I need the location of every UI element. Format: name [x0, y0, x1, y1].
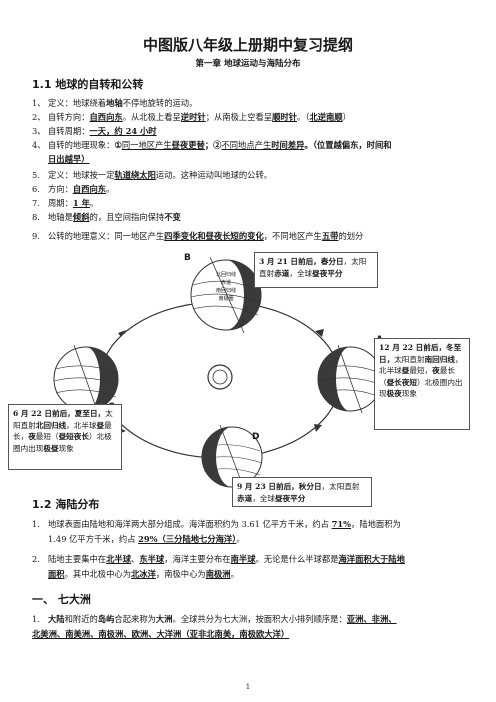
globe-b: [190, 256, 262, 334]
paragraph: 2.陆地主要集中在北半球、东半球，海洋主要分布在南半球。无论是什么半球都是海洋面…: [32, 554, 405, 564]
paragraph-continued: 北美洲、南美洲、南极洲、欧洲、大洋洲（亚非北南美，南极欧大洋）: [32, 629, 290, 639]
list-item: 3、自转周期：一天，约 24 小时: [32, 126, 157, 136]
box-autumn-equinox: 9 月 23 日前后，秋分日，太阳直射赤道，全球昼夜平分: [232, 477, 372, 507]
box-winter-solstice: 12 月 22 日前后，冬至日，太阳直射南回归线，北半球昼最短，夜最长（昼长夜短…: [374, 338, 470, 430]
sun: [207, 364, 233, 390]
box-summer-solstice: 6 月 22 日前后，夏至日，太阳直射北回归线，北半球昼最长，夜最短（昼短夜长）…: [8, 404, 122, 470]
section-heading-continents: 一、 七大洲: [32, 593, 91, 606]
list-item: 6.方向：自西向东。: [32, 184, 115, 194]
diagram-label-d: D: [252, 432, 260, 442]
page-title: 中图版八年级上册期中复习提纲: [142, 36, 353, 54]
paragraph-continued: 1.49 亿平方千米，约占 29%（三分陆地七分海洋）。: [48, 534, 245, 544]
list-item: 1、定义：地球绕着地轴不停地旋转的运动。: [32, 98, 198, 108]
diagram-label-b: B: [184, 253, 191, 263]
section-heading-land-sea: 1.2 海陆分布: [32, 498, 100, 511]
globe-b-latitudes: 北回归线 赤道 南回归线 南极圈: [215, 272, 236, 302]
list-item: 5.定义：地球按一定轨道绕太阳运动。这种运动叫地球的公转。: [32, 170, 273, 180]
list-item: 9.公转的地理意义：同一地区产生四季变化和昼夜长短的变化，不同地区产生五带的划分: [32, 231, 364, 241]
globe-d: [201, 424, 263, 490]
page-number: 1: [245, 683, 251, 691]
globe-a: [317, 344, 383, 414]
revolution-diagram: [53, 256, 383, 490]
paragraph: 1.大陆和附近的岛屿合起来称为大洲。全球共分为七大洲，按面积大小排列顺序是：亚洲…: [32, 614, 397, 624]
paragraph-continued: 面积。其中北极中心为北冰洋，南极中心为南极洲。: [48, 569, 239, 579]
box-vernal-equinox: 3 月 21 日前后，春分日，太阳直射赤道，全球昼夜平分: [254, 252, 378, 288]
list-item: 7.周期：1 年。: [32, 198, 99, 208]
paragraph: 1.地球表面由陆地和海洋两大部分组成。海洋面积约为 3.61 亿平方千米，约占 …: [32, 519, 401, 529]
section-heading-rotation: 1.1 地球的自转和公转: [32, 78, 144, 91]
chapter-title: 第一章 地球运动与海陆分布: [195, 59, 301, 69]
list-item: 4、自转的地理现象：①同一地区产生昼夜更替；②不同地点产生时间差异。（位置越偏东…: [32, 140, 392, 150]
list-item: 8.地轴是倾斜的，且空间指向保持不变: [32, 212, 181, 222]
list-item-continued: 日出越早）: [48, 154, 90, 164]
list-item: 2、自转方向：自西向东。从北极上看呈逆时针；从南极上空看呈顺时针。（北逆南顺）: [32, 112, 351, 122]
